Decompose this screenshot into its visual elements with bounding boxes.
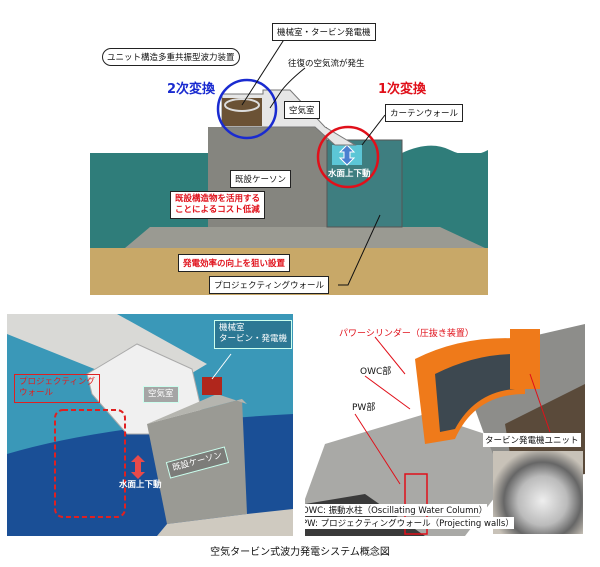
airflow-label: 往復の空気流が発生 <box>288 59 365 69</box>
secondary-conversion-circle <box>216 78 278 140</box>
turbine-unit-label: タービン発電機ユニット <box>483 433 581 447</box>
top-diagram: 機械室・タービン発電機 ユニット構造多重共振型波力装置 往復の空気流が発生 2次… <box>90 0 488 297</box>
efficiency-note: 発電効率の向上を狙い設置 <box>178 254 291 272</box>
projecting-wall-label: プロジェクティングウォール <box>209 276 329 294</box>
projecting-wall-dashed-outline <box>54 409 126 518</box>
owc-part-label: OWC部 <box>360 367 392 377</box>
water-motion-arrow <box>131 455 145 479</box>
power-cylinder-label: パワーシリンダー（圧抜き装置） <box>339 329 474 339</box>
pw-legend: PW: プロジェクティングウォール（Projecting walls） <box>305 517 514 529</box>
air-chamber-label: 空気室 <box>143 386 179 404</box>
machine-room-line2: タービン・発電機 <box>219 334 288 345</box>
caisson-label: 既設ケーソン <box>230 170 292 188</box>
bottom-left-illustration <box>7 314 293 536</box>
bottom-left-diagram: 機械室 タービン・発電機 プロジェクティング ウォール 空気室 既設ケーソン 水… <box>7 314 293 536</box>
figure-caption: 空気タービン式波力発電システム概念図 <box>210 547 390 558</box>
projecting-wall-line2: ウォール <box>19 388 54 399</box>
projecting-wall-line1: プロジェクティング <box>19 377 95 387</box>
machine-room-turbine-label: 機械室・タービン発電機 <box>272 23 376 41</box>
air-chamber-label: 空気室 <box>284 101 320 119</box>
water-motion-label: 水面上下動 <box>328 169 371 179</box>
cost-reduction-note: 既設構造物を活用する ことによるコスト低減 <box>170 191 266 220</box>
owc-legend: OWC: 振動水柱（Oscillating Water Column） <box>305 504 488 516</box>
pw-part-label: PW部 <box>352 403 376 413</box>
projecting-wall-label: プロジェクティング ウォール <box>14 374 100 403</box>
device-name-label: ユニット構造多重共振型波力装置 <box>102 48 240 66</box>
primary-conversion-circle <box>316 125 380 189</box>
top-diagram-illustration <box>90 37 488 295</box>
bottom-right-diagram: パワーシリンダー（圧抜き装置） OWC部 PW部 タービン発電機ユニット OWC… <box>305 314 585 536</box>
curtain-wall-label: カーテンウォール <box>385 104 464 122</box>
primary-conversion-label: 1次変換 <box>378 82 427 97</box>
cost-note-line1: 既設構造物を活用する <box>175 194 261 204</box>
cost-note-line2: ことによるコスト低減 <box>175 205 260 216</box>
secondary-conversion-label: 2次変換 <box>167 82 216 97</box>
water-motion-label: 水面上下動 <box>119 480 162 490</box>
machine-room-line1: 機械室 <box>219 323 245 333</box>
machine-room-label: 機械室 タービン・発電機 <box>214 320 293 349</box>
